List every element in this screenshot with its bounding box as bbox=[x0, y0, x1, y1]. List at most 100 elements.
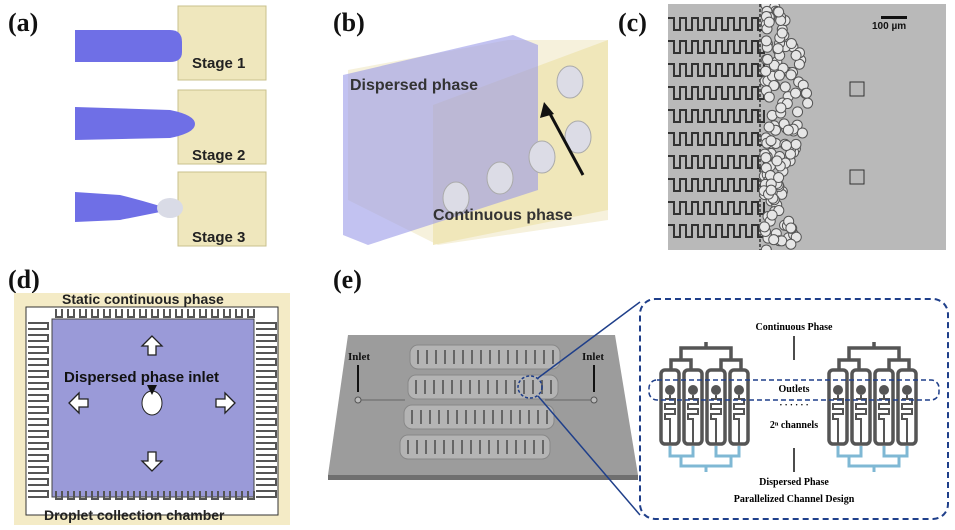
serpentine-channel bbox=[223, 309, 231, 500]
panel-b-device: Dispersed phase Continuous phase bbox=[343, 35, 608, 245]
serpentine-channel bbox=[28, 370, 277, 378]
serpentine-channel bbox=[28, 490, 277, 498]
panel-d-device: Static continuous phase Dispersed phase … bbox=[14, 291, 290, 525]
droplet bbox=[790, 87, 802, 99]
serpentine-channel bbox=[28, 334, 277, 342]
outlets-label: Outlets bbox=[778, 384, 810, 395]
droplet bbox=[785, 38, 797, 50]
serpentine-channel bbox=[668, 63, 765, 77]
droplet bbox=[765, 184, 777, 196]
panel-e-label: (e) bbox=[333, 265, 362, 294]
serpentine-channel bbox=[235, 309, 243, 500]
serpentine-channel bbox=[28, 358, 277, 366]
serpentine-channel bbox=[28, 466, 277, 474]
serpentine-channel bbox=[28, 382, 277, 390]
dots: · · · · · · bbox=[779, 400, 809, 410]
serpentine-channel bbox=[668, 17, 765, 31]
droplet bbox=[790, 49, 802, 61]
static-continuous-phase-label: Static continuous phase bbox=[62, 291, 224, 307]
dispersed-channel bbox=[836, 446, 909, 472]
droplet bbox=[773, 172, 785, 184]
serpentine-channel bbox=[28, 454, 277, 462]
serpentine-channel bbox=[668, 155, 765, 169]
outlet bbox=[665, 385, 675, 395]
droplet bbox=[763, 16, 775, 28]
channels-label: 2ⁿ channels bbox=[769, 420, 819, 431]
marker-square bbox=[849, 81, 865, 97]
outlet bbox=[688, 385, 698, 395]
outlet bbox=[833, 385, 843, 395]
panel-c-label: (c) bbox=[618, 8, 647, 37]
panel-a-label: (a) bbox=[8, 8, 39, 37]
inlet-left-label: Inlet bbox=[348, 351, 370, 363]
serpentine-channel bbox=[28, 418, 277, 426]
serpentine-channel bbox=[55, 309, 63, 500]
droplet bbox=[773, 6, 785, 18]
droplet bbox=[776, 27, 788, 39]
serpentine-channel bbox=[187, 309, 195, 500]
droplet bbox=[765, 135, 777, 147]
stage-2-label: Stage 2 bbox=[192, 147, 245, 164]
stage-2: Stage 2 bbox=[75, 89, 267, 165]
serpentine-channel bbox=[668, 224, 765, 238]
outlet bbox=[734, 385, 744, 395]
droplet bbox=[766, 209, 778, 221]
stage-3-label: Stage 3 bbox=[192, 229, 245, 246]
droplet bbox=[782, 124, 794, 136]
panel-d-drawing bbox=[25, 306, 279, 516]
droplet bbox=[785, 238, 797, 250]
serpentine-channel bbox=[151, 309, 159, 500]
serpentine-channel bbox=[855, 395, 867, 445]
continuous-channel bbox=[837, 342, 911, 370]
droplet bbox=[801, 87, 813, 99]
continuous-phase-label: Continuous phase bbox=[433, 207, 573, 224]
serpentine-channel bbox=[91, 309, 99, 500]
droplet bbox=[802, 97, 814, 109]
inset-channels bbox=[648, 336, 940, 472]
serpentine-channel bbox=[733, 395, 745, 445]
marker-square bbox=[849, 169, 865, 185]
droplet bbox=[760, 244, 772, 250]
stage-3: Stage 3 bbox=[75, 171, 267, 247]
serpentine-channel bbox=[668, 201, 765, 215]
scale-bar bbox=[881, 16, 907, 19]
serpentine-channel bbox=[175, 309, 183, 500]
droplet bbox=[785, 69, 797, 81]
dispersed-phase-label: Dispersed Phase bbox=[759, 477, 829, 488]
droplet-collection-chamber-label: Droplet collection chamber bbox=[44, 507, 225, 523]
serpentine-channel bbox=[28, 406, 277, 414]
serpentine-channel bbox=[28, 430, 277, 438]
serpentine-channel bbox=[199, 309, 207, 500]
droplet bbox=[761, 53, 773, 65]
outlet bbox=[879, 385, 889, 395]
droplet bbox=[760, 65, 772, 77]
droplet bbox=[760, 152, 772, 164]
serpentine-channel bbox=[211, 309, 219, 500]
channel-row bbox=[399, 434, 551, 460]
droplet bbox=[796, 127, 808, 139]
dispersed-phase-inlet-label: Dispersed phase inlet bbox=[64, 369, 220, 386]
serpentine-channel bbox=[668, 132, 765, 146]
droplet bbox=[780, 139, 792, 151]
continuous-channel bbox=[669, 342, 743, 370]
zoom-circle bbox=[517, 375, 543, 399]
channel-row bbox=[403, 404, 555, 430]
outlet bbox=[856, 385, 866, 395]
panel-c-micrograph: 100 µm bbox=[668, 4, 946, 250]
serpentine-channel bbox=[668, 109, 765, 123]
micrograph-drawing bbox=[668, 4, 865, 250]
droplet bbox=[763, 121, 775, 133]
serpentine-channel bbox=[668, 40, 765, 54]
droplet bbox=[768, 234, 780, 246]
serpentine-channel bbox=[247, 309, 255, 500]
droplet bbox=[779, 81, 791, 93]
serpentine-channel bbox=[28, 478, 277, 486]
serpentine-channel bbox=[668, 86, 765, 100]
serpentine-channel bbox=[163, 309, 171, 500]
stage-1: Stage 1 bbox=[75, 5, 267, 81]
serpentine-channel bbox=[668, 178, 765, 192]
scale-bar-label: 100 µm bbox=[872, 21, 907, 32]
droplet bbox=[790, 138, 802, 150]
channel-row bbox=[409, 344, 561, 370]
droplet bbox=[772, 43, 784, 55]
